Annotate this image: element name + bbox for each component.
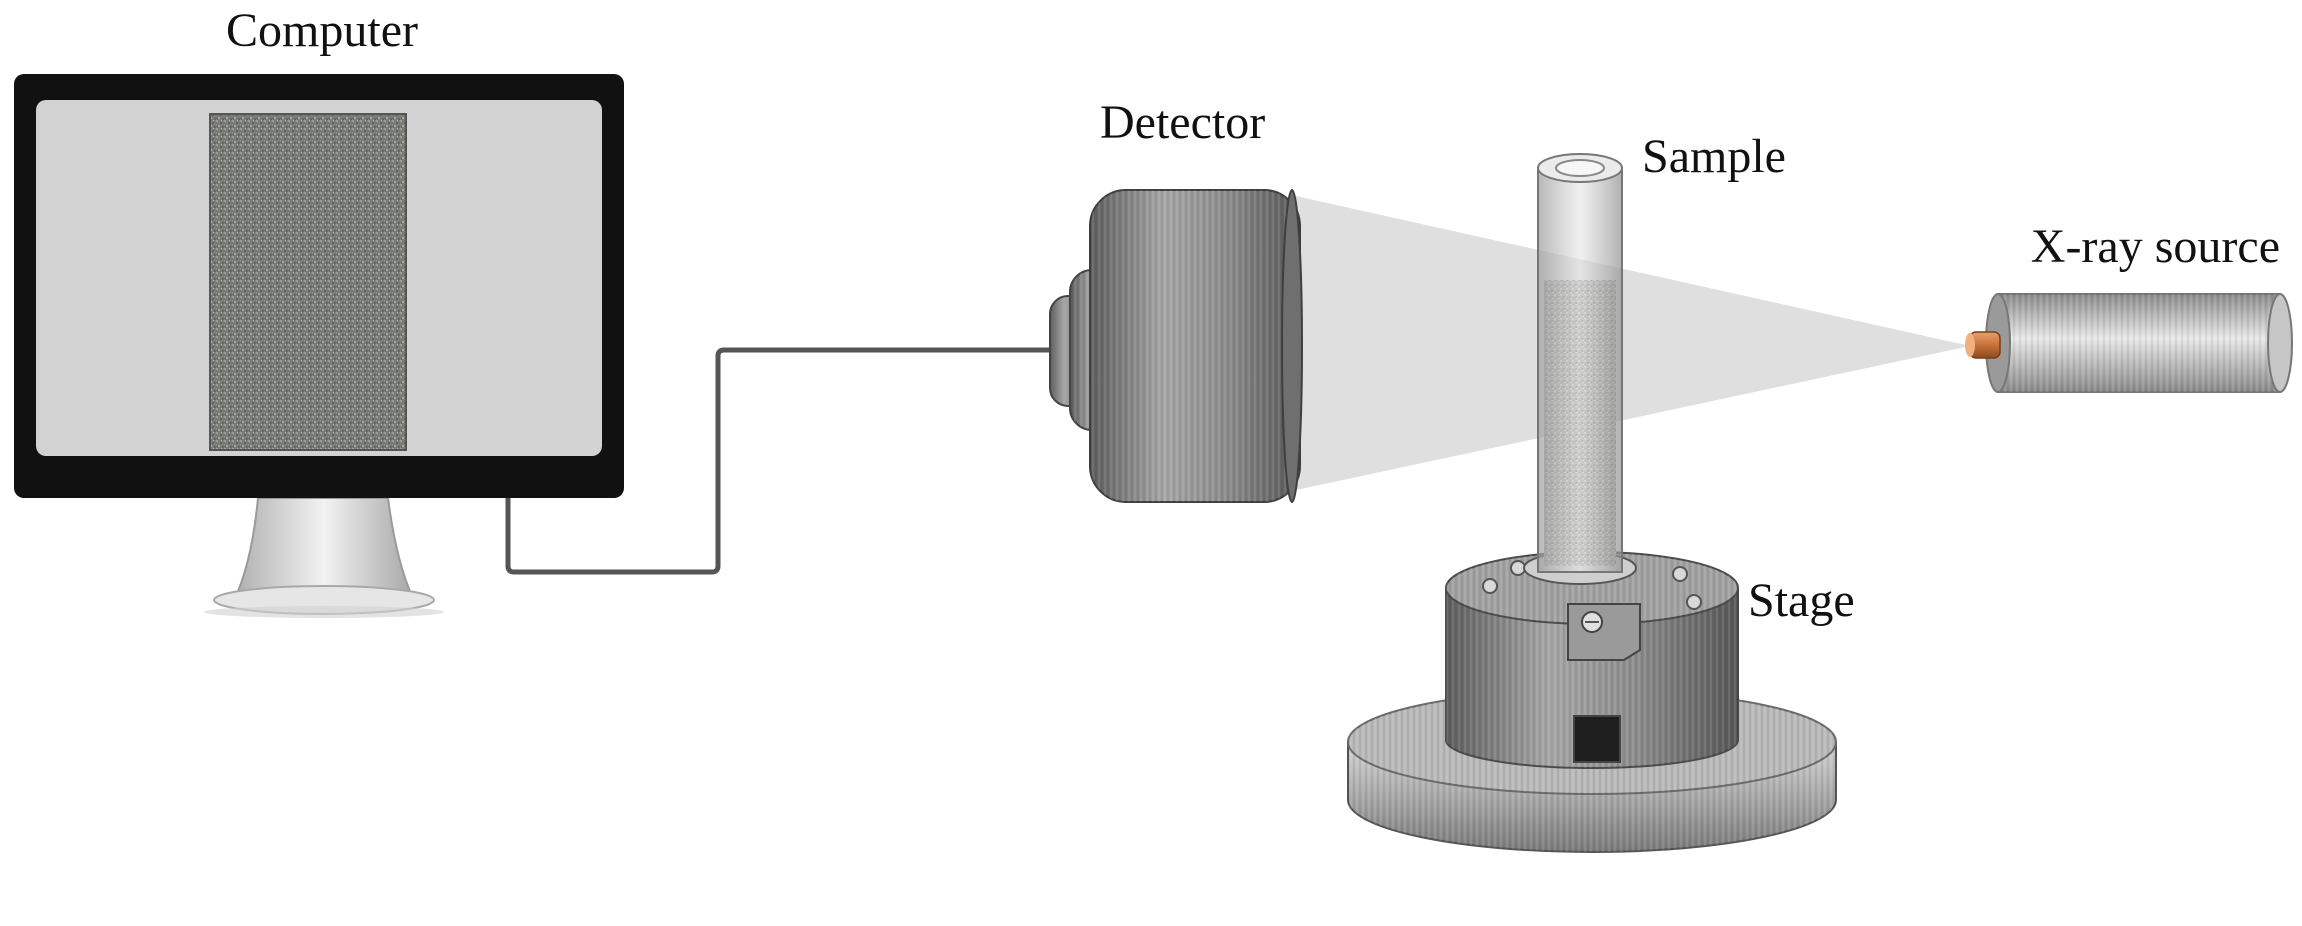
computer-label: Computer	[226, 4, 418, 57]
stage-slot	[1573, 715, 1621, 763]
detector: Detector	[1049, 96, 1303, 503]
stage: Stage	[1347, 551, 1855, 853]
xray-beam	[1296, 196, 1970, 490]
detector-label: Detector	[1100, 96, 1265, 149]
sample-tube	[1537, 167, 1623, 573]
screw-icon	[1482, 578, 1498, 594]
cable	[505, 347, 1054, 575]
screw-icon	[1672, 566, 1688, 582]
sample-label: Sample	[1642, 130, 1786, 183]
monitor-stand	[204, 497, 444, 618]
screw-icon	[1510, 560, 1526, 576]
projection-image	[209, 113, 407, 451]
xray-source-label: X-ray source	[2031, 220, 2280, 273]
screw-icon	[1686, 594, 1702, 610]
sample: Sample	[1523, 130, 1786, 585]
computer: Computer	[14, 4, 624, 618]
stage-label: Stage	[1748, 574, 1855, 627]
xray-source: X-ray source	[1965, 220, 2293, 393]
